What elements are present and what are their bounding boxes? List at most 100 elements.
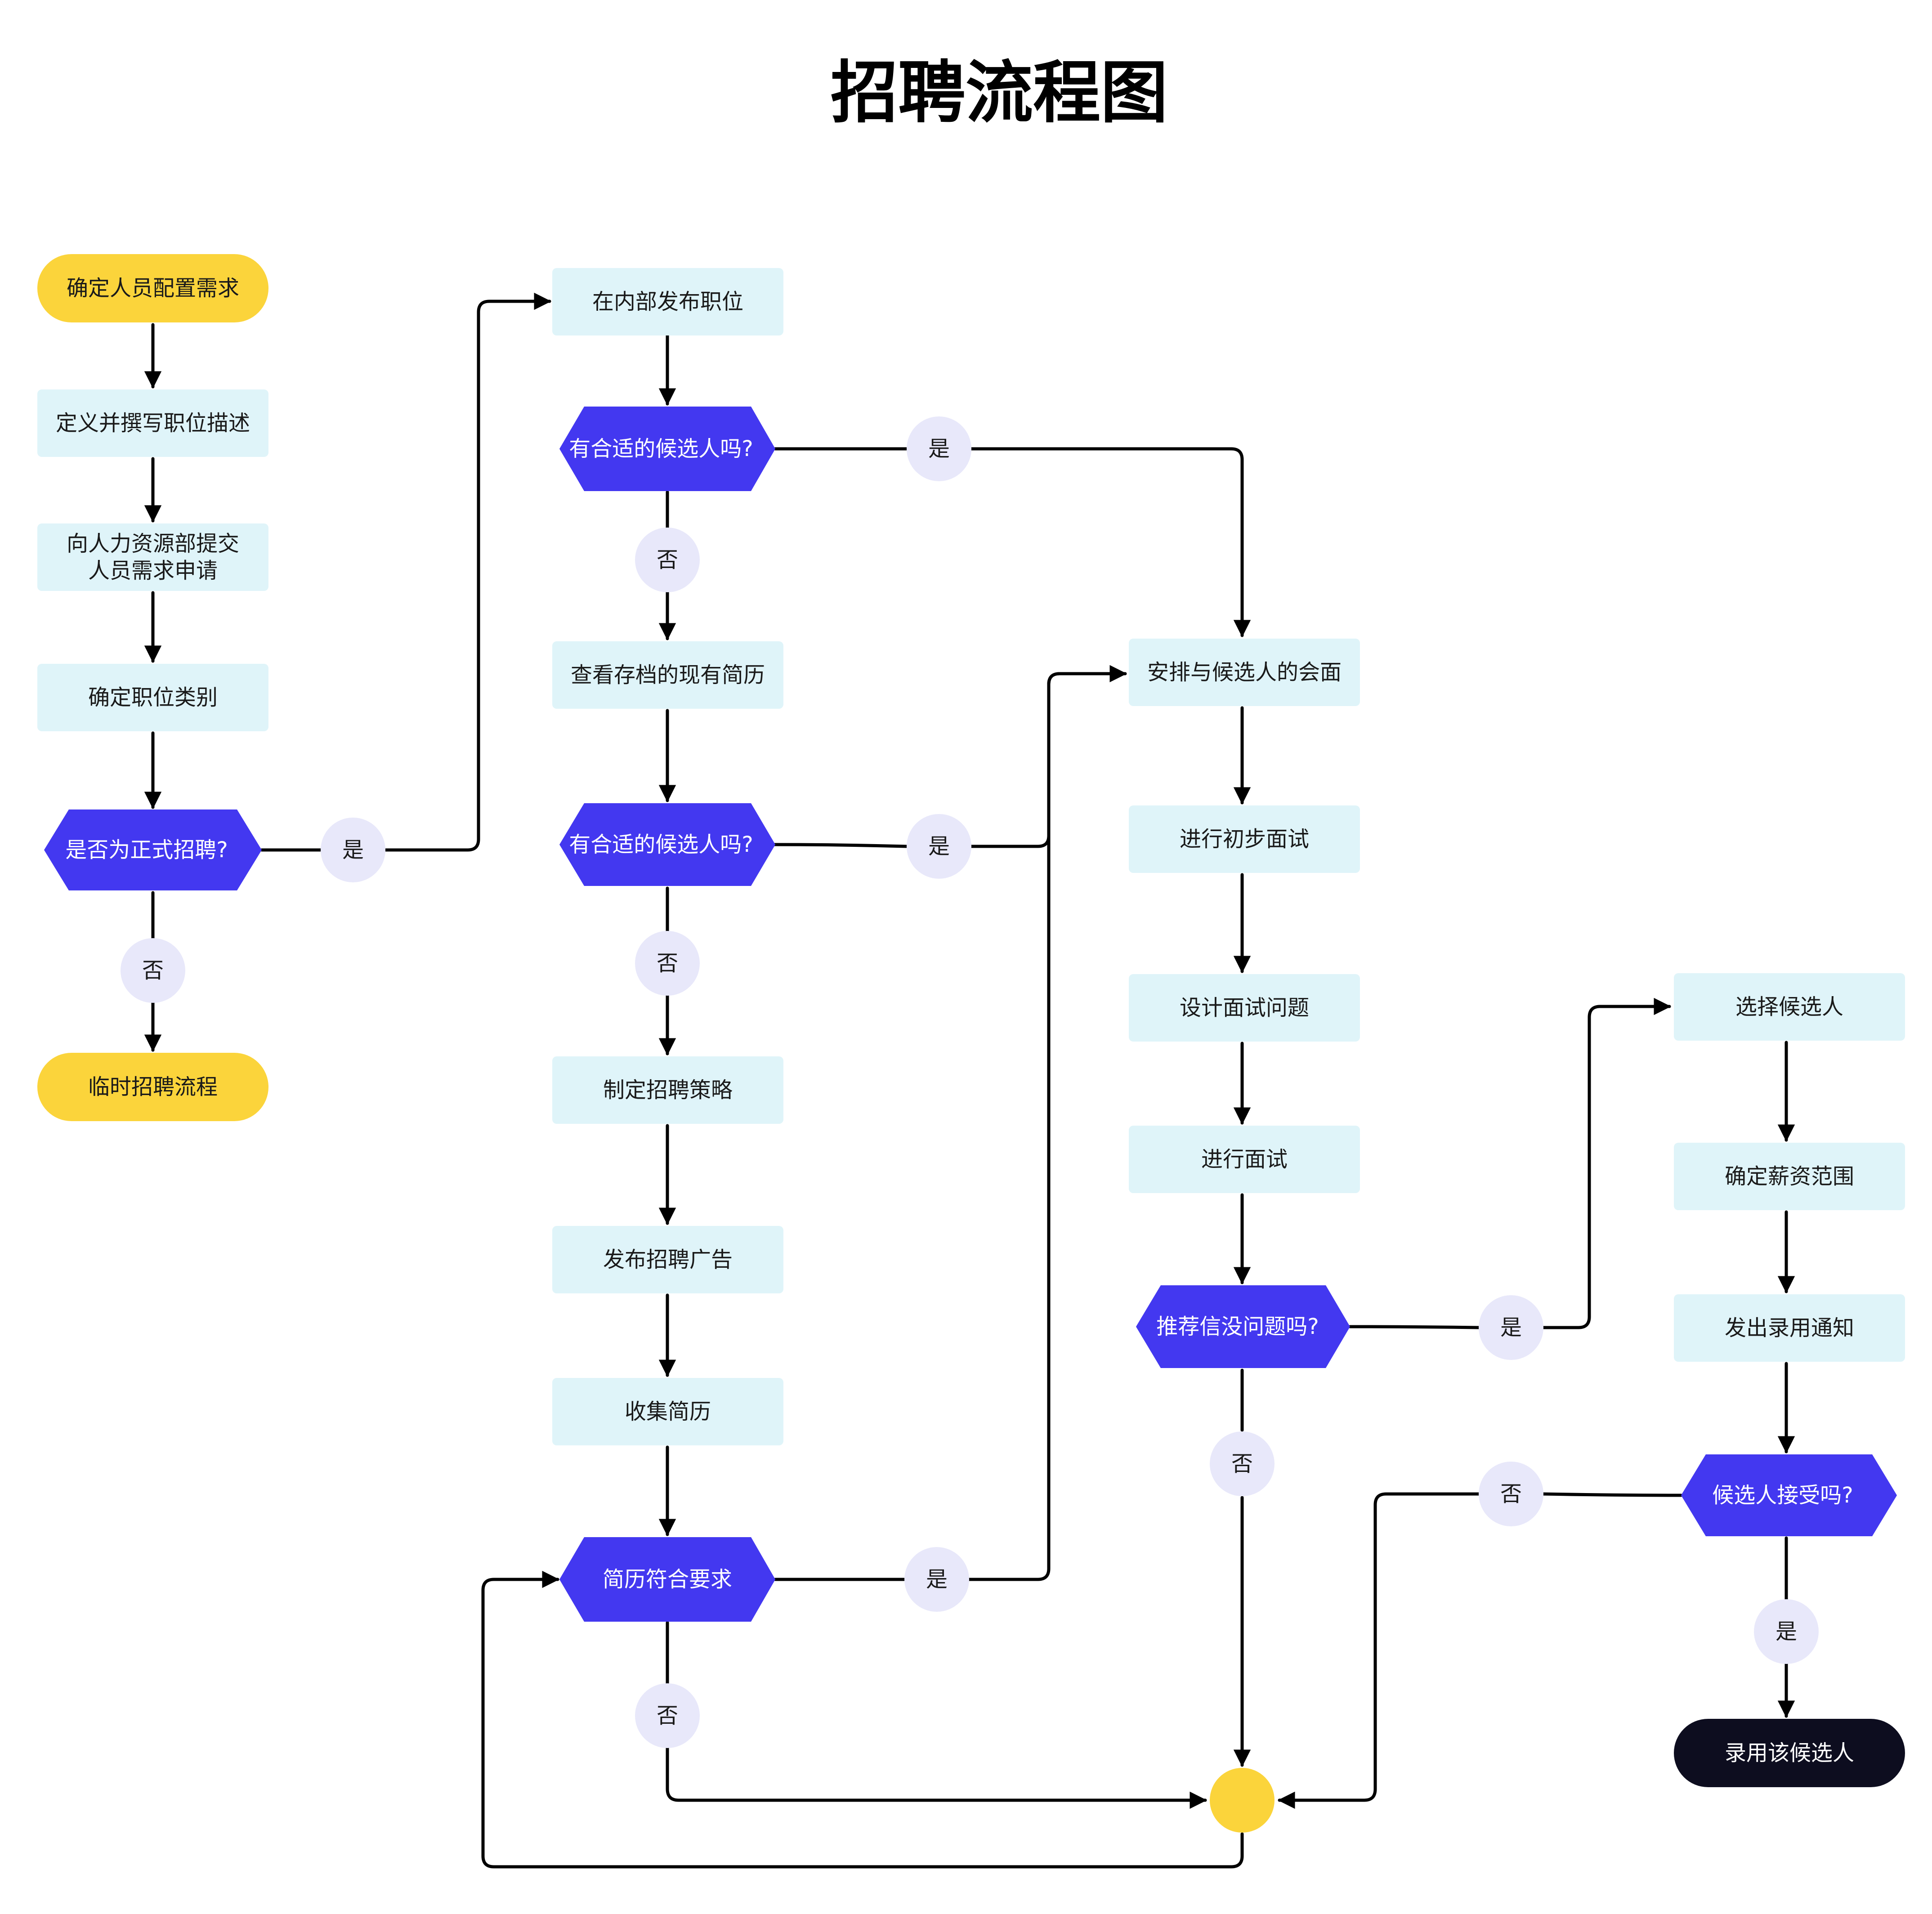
node-check-archived-resumes[interactable]: 查看存档的现有简历: [552, 641, 783, 709]
process-shape: [552, 1056, 783, 1124]
label-text: 否: [1500, 1481, 1522, 1507]
decision-formal-hiring[interactable]: 是否为正式招聘?: [44, 809, 262, 890]
edge-yes-s1: [1542, 997, 1671, 1329]
label-no-d3: 否: [635, 931, 700, 996]
label-circle: [1210, 1431, 1275, 1496]
node-label: 进行面试: [1201, 1147, 1288, 1172]
terminal-shape: [37, 254, 268, 322]
node-recruitment-strategy[interactable]: 制定招聘策略: [552, 1056, 783, 1124]
edge-d3-yes: [773, 843, 908, 848]
label-no-d2: 否: [635, 528, 700, 592]
node-label: 确定薪资范围: [1725, 1164, 1854, 1189]
edge-d5-yes: [1348, 1325, 1480, 1329]
node-initial-interview[interactable]: 进行初步面试: [1129, 805, 1360, 873]
node-publish-job-ads[interactable]: 发布招聘广告: [552, 1226, 783, 1293]
node-salary-range[interactable]: 确定薪资范围: [1674, 1143, 1905, 1210]
node-label: 有合适的候选人吗?: [569, 832, 753, 857]
decision-candidate-accepts[interactable]: 候选人接受吗?: [1681, 1454, 1897, 1536]
label-text: 否: [657, 547, 678, 572]
decision-suitable-candidate-1[interactable]: 有合适的候选人吗?: [559, 407, 775, 491]
node-label: 是否为正式招聘?: [65, 837, 228, 863]
process-shape: [1129, 1126, 1360, 1193]
label-text: 否: [142, 958, 164, 983]
process-shape: [1674, 1294, 1905, 1362]
node-send-offer[interactable]: 发出录用通知: [1674, 1294, 1905, 1362]
label-circle: [1479, 1462, 1543, 1526]
label-circle: [635, 1683, 700, 1748]
label-yes-d5: 是: [1479, 1295, 1543, 1360]
node-arrange-meeting[interactable]: 安排与候选人的会面: [1129, 639, 1360, 706]
node-label: 进行初步面试: [1180, 827, 1309, 852]
label-no-d4: 否: [635, 1683, 700, 1748]
label-text: 否: [1231, 1451, 1253, 1476]
node-label: 确定人员配置需求: [67, 276, 239, 301]
node-design-questions[interactable]: 设计面试问题: [1129, 974, 1360, 1042]
decision-suitable-candidate-2[interactable]: 有合适的候选人吗?: [559, 803, 775, 886]
process-shape: [37, 523, 268, 591]
edge-yes-m1: [384, 292, 551, 852]
label-yes-d1: 是: [321, 818, 385, 882]
label-circle: [907, 814, 971, 879]
decision-resume-qualified[interactable]: 简历符合要求: [559, 1537, 775, 1622]
node-label: 临时招聘流程: [88, 1074, 218, 1100]
node-label: 推荐信没问题吗?: [1156, 1314, 1319, 1339]
node-label: 发布招聘广告: [603, 1247, 733, 1272]
node-label: 定义并撰写职位描述: [56, 411, 250, 436]
decision-references-ok[interactable]: 推荐信没问题吗?: [1136, 1285, 1350, 1368]
process-shape: [552, 641, 783, 709]
node-label: 选择候选人: [1735, 994, 1843, 1020]
label-text: 是: [1500, 1315, 1522, 1340]
node-collect-resumes[interactable]: 收集简历: [552, 1378, 783, 1445]
label-circle: [907, 416, 971, 481]
node-label-line1: 向人力资源部提交: [67, 531, 239, 556]
label-text: 否: [657, 951, 678, 976]
node-confirm-staffing-needs[interactable]: 确定人员配置需求: [37, 254, 268, 322]
process-shape: [1674, 973, 1905, 1041]
label-text: 是: [928, 436, 950, 461]
node-hire-candidate[interactable]: 录用该候选人: [1674, 1719, 1905, 1787]
label-no-d1: 否: [121, 938, 185, 1003]
process-shape: [37, 389, 268, 457]
node-label: 查看存档的现有简历: [571, 662, 765, 688]
label-circle: [1479, 1295, 1543, 1360]
node-temporary-hiring[interactable]: 临时招聘流程: [37, 1053, 268, 1121]
node-select-candidate[interactable]: 选择候选人: [1674, 973, 1905, 1041]
process-shape: [1674, 1143, 1905, 1210]
node-label: 候选人接受吗?: [1712, 1483, 1853, 1508]
node-confirm-job-category[interactable]: 确定职位类别: [37, 664, 268, 731]
edge-d6-no: [1542, 1492, 1683, 1497]
label-text: 否: [657, 1703, 678, 1728]
decision-shape: [1681, 1454, 1897, 1536]
process-shape: [552, 268, 783, 335]
node-conduct-interview[interactable]: 进行面试: [1129, 1126, 1360, 1193]
node-label: 收集简历: [625, 1399, 711, 1424]
process-shape: [1129, 805, 1360, 873]
label-circle: [321, 818, 385, 882]
merge-connector[interactable]: [1210, 1768, 1275, 1833]
edge-no-conn3: [1278, 1492, 1480, 1809]
decision-shape: [559, 803, 775, 886]
node-label: 制定招聘策略: [603, 1078, 733, 1103]
node-label: 有合适的候选人吗?: [569, 436, 753, 461]
node-post-internally[interactable]: 在内部发布职位: [552, 268, 783, 335]
label-yes-d3: 是: [907, 814, 971, 879]
label-yes-d6: 是: [1754, 1599, 1819, 1664]
edge-no-conn: [666, 1744, 1207, 1809]
node-submit-hr-request[interactable]: 向人力资源部提交 人员需求申请: [37, 523, 268, 591]
label-no-d6: 否: [1479, 1462, 1543, 1526]
label-no-d5: 否: [1210, 1431, 1275, 1496]
terminal-shape: [37, 1053, 268, 1121]
node-label: 在内部发布职位: [592, 289, 743, 314]
process-shape: [1129, 974, 1360, 1042]
decision-shape: [559, 407, 775, 491]
label-text: 是: [928, 834, 950, 859]
node-define-job-description[interactable]: 定义并撰写职位描述: [37, 389, 268, 457]
label-circle: [635, 528, 700, 592]
edge-yes-r1: [970, 447, 1251, 637]
edge-labels: 是 否 是 否 是 否 是 否: [121, 416, 1819, 1748]
label-circle: [1754, 1599, 1819, 1664]
decision-shape: [559, 1537, 775, 1622]
label-text: 是: [1775, 1619, 1797, 1644]
edge-yes-r1c: [967, 672, 1061, 1581]
